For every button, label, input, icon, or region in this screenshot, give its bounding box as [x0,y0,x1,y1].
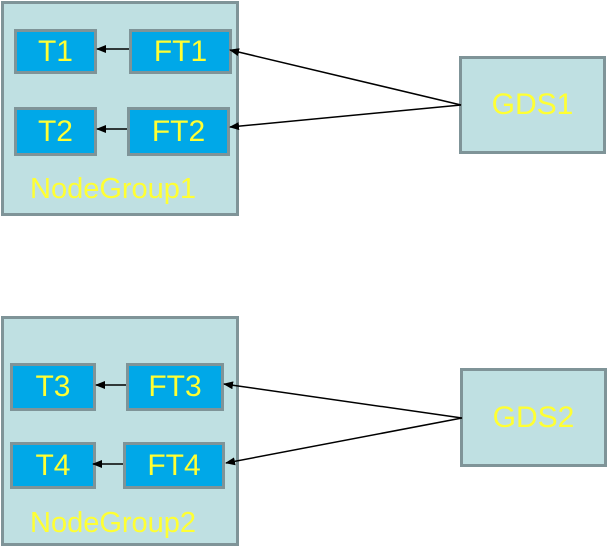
foreign-table-ft1: FT1 [129,29,232,74]
gds1-server: GDS1 [459,56,606,154]
arrow-gds2-to-ft4 [225,417,463,466]
table-t1: T1 [14,29,97,74]
table-t2: T2 [14,107,97,156]
node-group-1-label: NodeGroup1 [30,173,197,205]
table-t3: T3 [10,363,96,411]
arrow-gds1-to-ft2 [229,104,462,131]
foreign-table-ft4: FT4 [123,442,225,489]
node-group-2-label: NodeGroup2 [30,507,197,539]
arrow-gds2-to-ft3 [223,381,463,419]
foreign-table-ft3: FT3 [126,363,224,411]
foreign-table-ft2: FT2 [127,107,230,156]
table-t4: T4 [10,442,96,489]
gds2-server: GDS2 [460,368,607,467]
node-group-1: T1 FT1 T2 FT2 NodeGroup1 [1,1,239,216]
arrow-gds1-to-ft1 [229,48,462,106]
node-group-2: T3 FT3 T4 FT4 NodeGroup2 [1,316,239,546]
